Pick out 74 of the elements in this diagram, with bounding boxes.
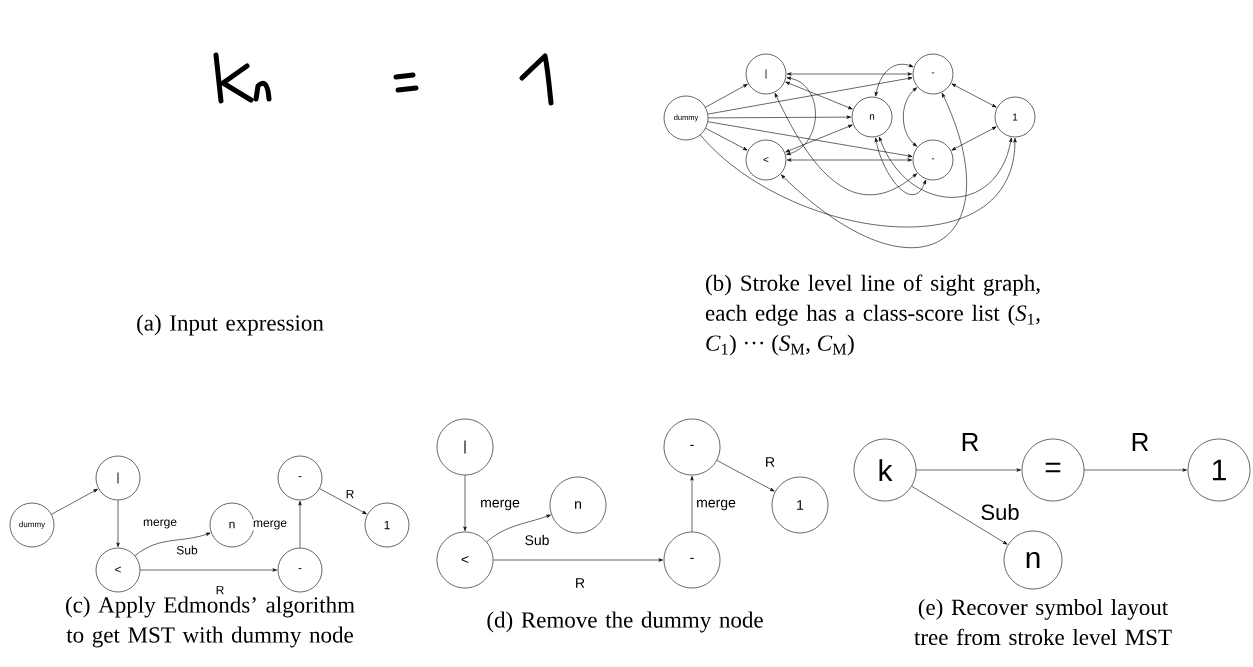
arrow — [134, 532, 211, 556]
arrow — [51, 488, 98, 515]
circle-node: < — [95, 547, 141, 593]
arrow — [785, 124, 853, 153]
edge-label: R — [344, 488, 356, 500]
circle-node: dummy — [9, 502, 55, 548]
arrow — [690, 475, 694, 532]
circle-node: | — [436, 418, 494, 476]
caption: (b) Stroke level line of sight graph, each edge has a class-score list (S$_{1}$, C$_{1}$) ··· (S$_{M}$, C$_{M}$) — [705, 274, 1040, 356]
arrow — [493, 558, 664, 562]
arrow — [951, 83, 997, 108]
circle-node: 1 — [1187, 438, 1251, 502]
edge-label: R — [214, 584, 226, 596]
circle-node: 1 — [994, 96, 1036, 138]
edge-label: Sub — [175, 544, 199, 556]
arrow — [708, 115, 852, 119]
arrow — [903, 87, 918, 147]
circle-node: - — [912, 53, 954, 95]
circle-node: - — [277, 547, 323, 593]
arrow — [140, 568, 278, 572]
caption: (d) Remove the dummy node — [487, 611, 763, 633]
arrow — [785, 81, 853, 110]
arrow — [780, 92, 967, 248]
circle-node: - — [277, 455, 323, 501]
arrow — [911, 485, 1008, 545]
arrow — [705, 83, 748, 108]
circle-node: - — [663, 531, 721, 589]
arrow — [1084, 468, 1188, 472]
edge-label: Sub — [979, 502, 1021, 522]
edge-label: merge — [252, 519, 288, 531]
arrow — [319, 488, 367, 515]
arrow — [879, 136, 1013, 198]
edge-label: R — [1129, 432, 1151, 452]
edge-label: R — [959, 432, 981, 452]
caption: (a) Input expression — [137, 314, 324, 336]
edge-label: merge — [142, 518, 178, 530]
arrow — [716, 460, 775, 492]
arrow — [486, 514, 551, 543]
edge-label: merge — [479, 498, 521, 512]
arrow — [874, 137, 927, 195]
arrow — [700, 134, 1017, 227]
edge-label: R — [573, 577, 587, 589]
circle-node: n — [851, 96, 893, 138]
arrow — [786, 158, 913, 162]
arrow — [951, 126, 997, 151]
circle-node: k — [853, 438, 917, 502]
arrow — [786, 72, 913, 76]
arrow — [116, 500, 120, 548]
arrow — [707, 76, 913, 115]
caption: (c) Apply Edmonds’ algorithm to get MST with dummy node — [66, 596, 355, 648]
arrow — [916, 468, 1022, 472]
circle-node: - — [912, 139, 954, 181]
arrow — [874, 63, 914, 97]
circle-node: n — [549, 476, 607, 534]
circle-node: | — [745, 53, 787, 95]
arrow — [705, 128, 748, 151]
arrow — [298, 500, 302, 548]
circle-node: < — [745, 139, 787, 181]
circle-node: 1 — [771, 476, 829, 534]
arrow — [786, 76, 816, 156]
arrow — [707, 121, 913, 158]
circle-node: n — [209, 502, 255, 548]
circle-node: n — [1003, 530, 1063, 590]
caption: (e) Recover symbol layout tree from stroke level MST — [914, 598, 1172, 646]
circle-node: | — [95, 455, 141, 501]
circle-node: - — [663, 418, 721, 476]
arrow — [774, 92, 918, 196]
circle-node: < — [436, 531, 494, 589]
edge-label: R — [763, 456, 777, 468]
arrow — [463, 475, 467, 532]
edge-label: Sub — [523, 533, 551, 547]
circle-node: 1 — [364, 502, 410, 548]
circle-node: = — [1021, 438, 1085, 502]
edge-label: merge — [695, 498, 737, 512]
